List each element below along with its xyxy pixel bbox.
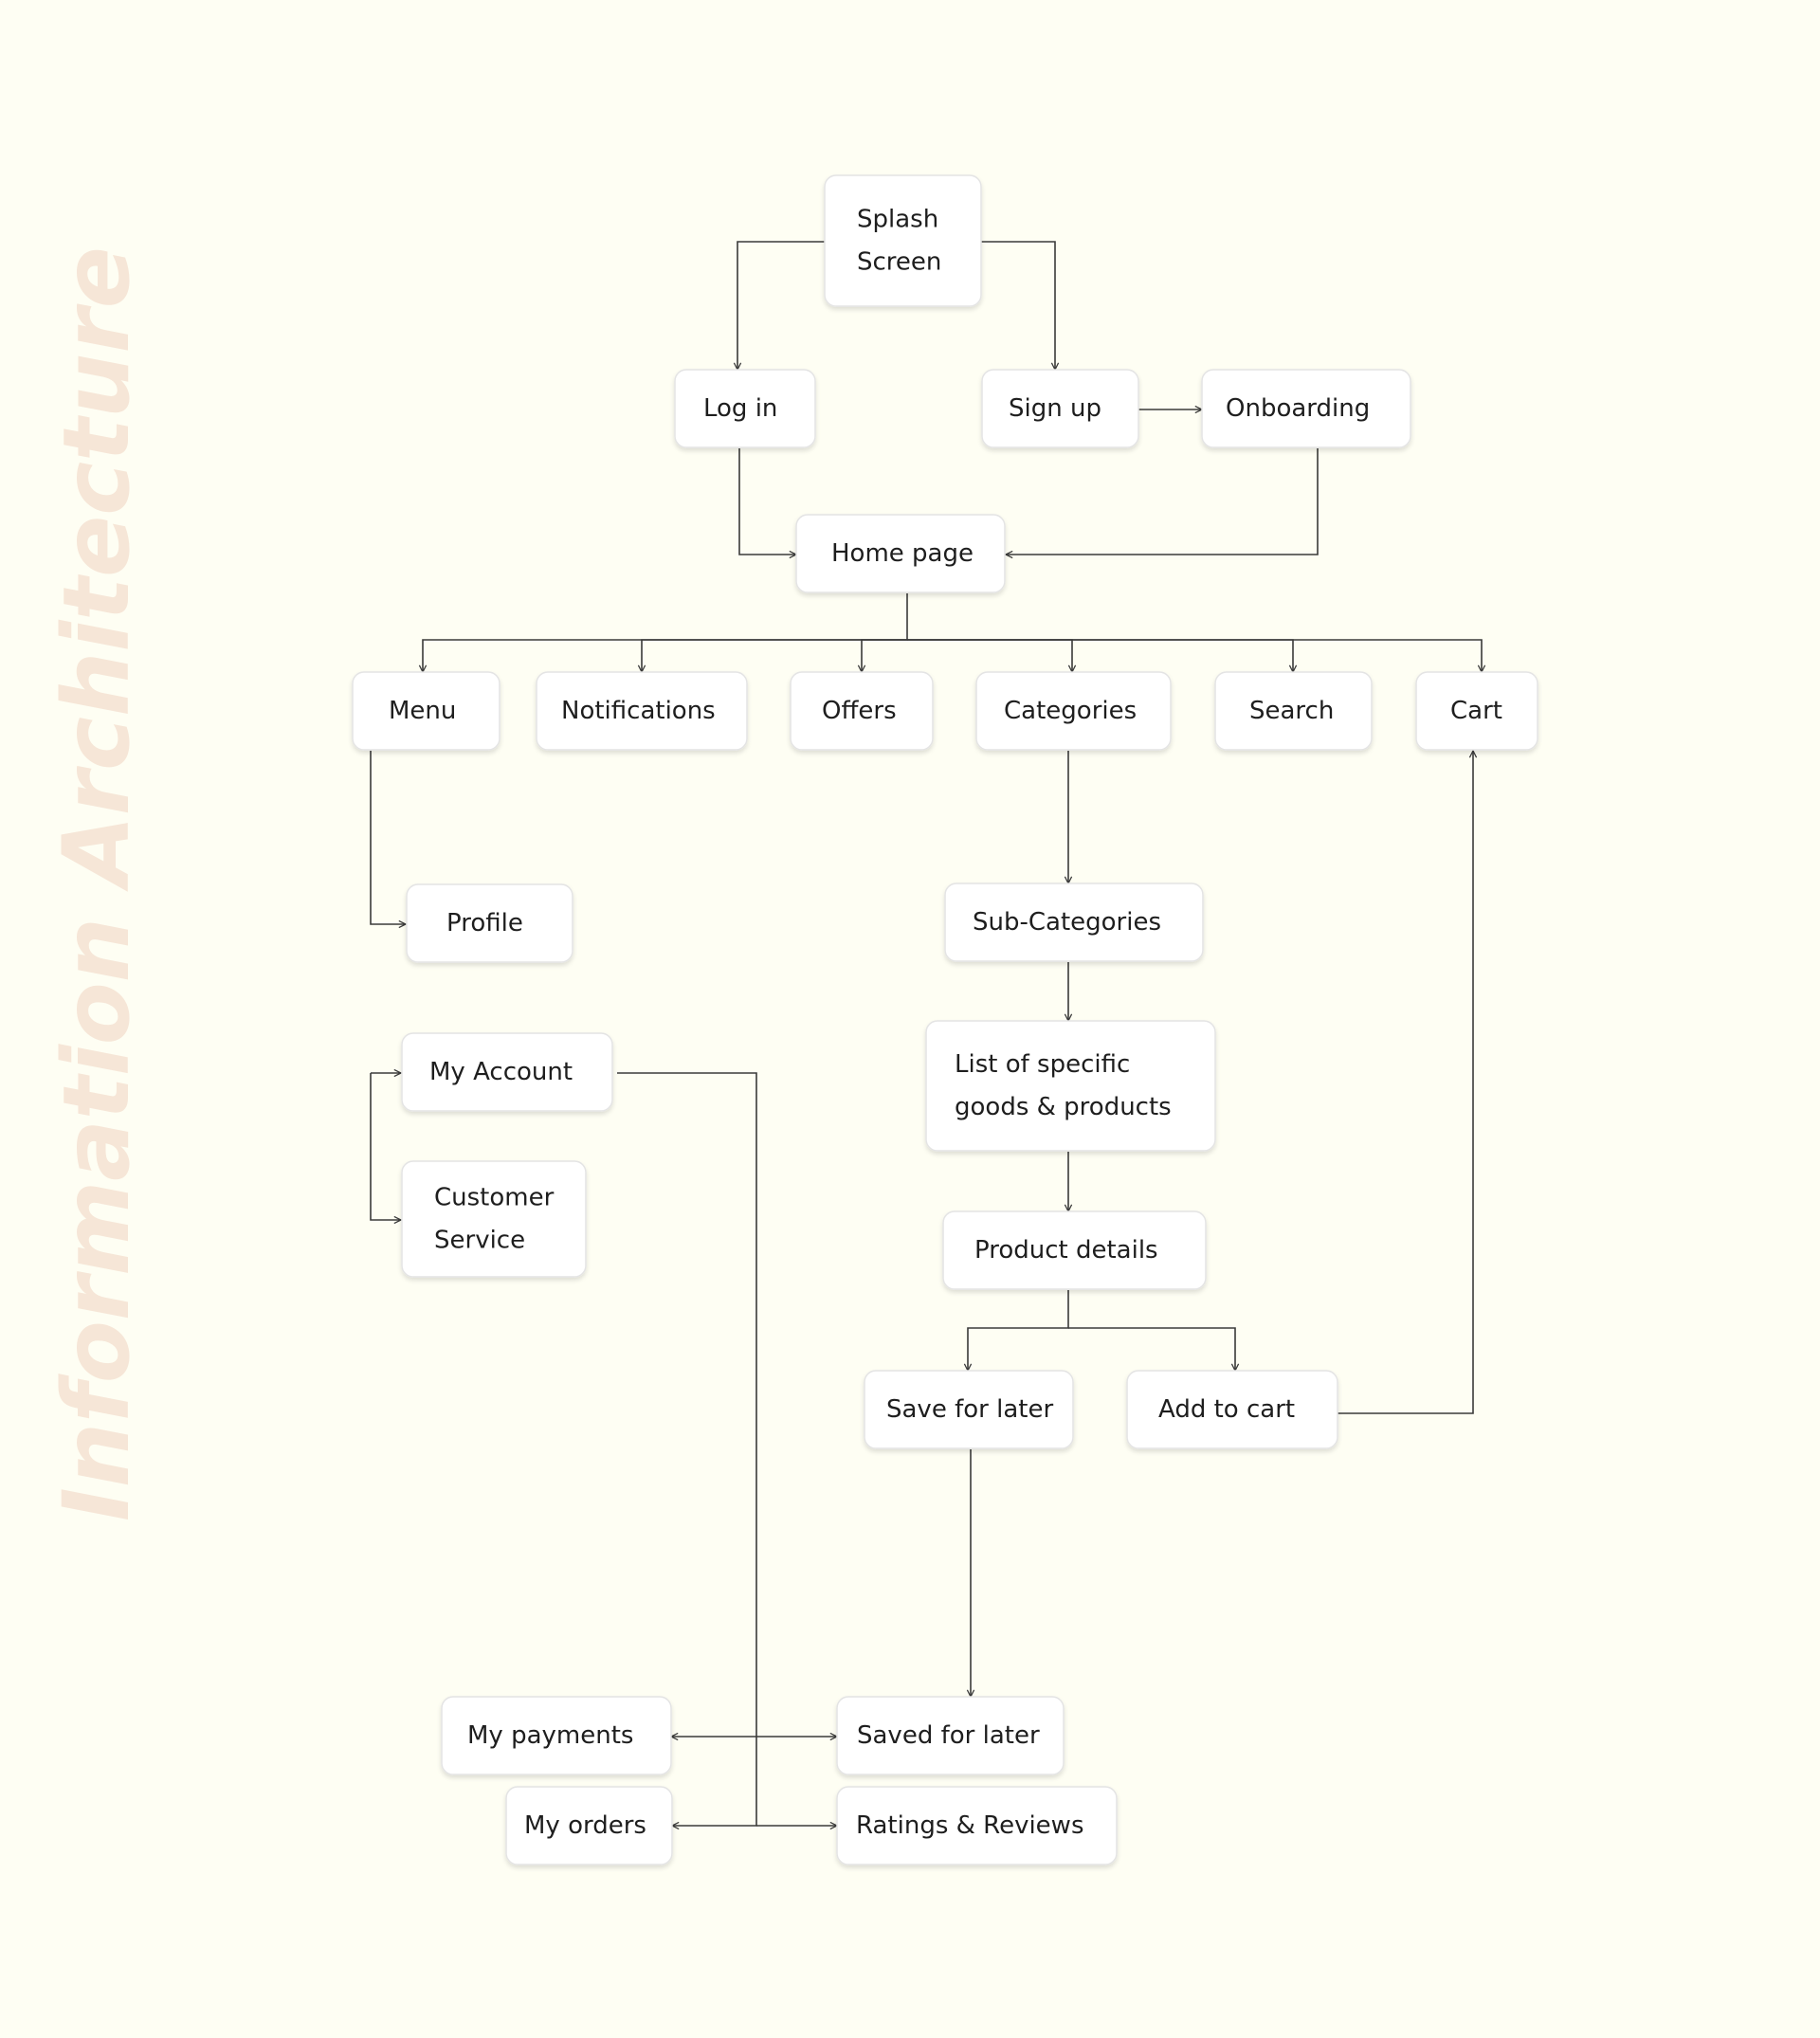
node-listgoods: List of specific goods & products bbox=[925, 1020, 1216, 1152]
node-saveforlater: Save for later bbox=[864, 1370, 1074, 1449]
node-myorders: My orders bbox=[505, 1786, 673, 1865]
edge-splash-to-signup bbox=[981, 241, 1055, 370]
node-box-search bbox=[1214, 671, 1373, 751]
node-myaccount: My Account bbox=[401, 1032, 613, 1112]
node-label-onboarding: Onboarding bbox=[1226, 394, 1370, 423]
node-search: Search bbox=[1214, 671, 1373, 751]
node-box-profile bbox=[406, 883, 573, 963]
edge-home-to-notifications bbox=[642, 639, 907, 672]
edge-menu-to-profile bbox=[370, 751, 406, 924]
node-label-customerservice: Service bbox=[434, 1227, 525, 1255]
node-box-menu bbox=[352, 671, 500, 751]
node-productdetails: Product details bbox=[942, 1210, 1207, 1290]
node-addtocart: Add to cart bbox=[1126, 1370, 1338, 1449]
node-label-splash: Splash bbox=[857, 206, 938, 234]
node-box-categories bbox=[975, 671, 1172, 751]
node-label-profile: Profile bbox=[446, 909, 523, 937]
edge-productdetails-to-addtocart bbox=[1068, 1327, 1235, 1371]
node-label-subcategories: Sub-Categories bbox=[973, 908, 1161, 937]
node-ratings: Ratings & Reviews bbox=[836, 1786, 1118, 1865]
node-box-listgoods bbox=[925, 1020, 1216, 1152]
node-label-listgoods: goods & products bbox=[955, 1093, 1172, 1121]
node-home: Home page bbox=[795, 514, 1006, 593]
node-onboarding: Onboarding bbox=[1201, 369, 1411, 448]
node-label-signup: Sign up bbox=[1009, 394, 1101, 423]
edge-home-to-cart bbox=[907, 639, 1482, 672]
node-mypayments: My payments bbox=[441, 1696, 672, 1775]
node-box-offers bbox=[790, 671, 934, 751]
node-box-myaccount bbox=[401, 1032, 613, 1112]
edge-menu-to-customerservice bbox=[370, 1073, 401, 1220]
node-box-myorders bbox=[505, 1786, 673, 1865]
edge-home-to-offers bbox=[862, 639, 907, 672]
edge-productdetails-to-saveforlater bbox=[968, 1290, 1069, 1371]
node-label-cart: Cart bbox=[1450, 697, 1502, 725]
node-label-listgoods: List of specific bbox=[955, 1050, 1130, 1079]
node-subcategories: Sub-Categories bbox=[944, 883, 1204, 962]
node-label-login: Log in bbox=[703, 394, 777, 423]
edge-addtocart-to-cart bbox=[1338, 751, 1473, 1414]
node-box-subcategories bbox=[944, 883, 1204, 962]
node-cart: Cart bbox=[1415, 671, 1538, 751]
node-profile: Profile bbox=[406, 883, 573, 963]
node-savedforlater: Saved for later bbox=[836, 1696, 1065, 1775]
node-login: Log in bbox=[674, 369, 816, 448]
node-box-login bbox=[674, 369, 816, 448]
node-label-splash: Screen bbox=[857, 248, 941, 277]
node-box-signup bbox=[981, 369, 1139, 448]
node-label-myorders: My orders bbox=[524, 1811, 646, 1840]
node-label-notifications: Notifications bbox=[561, 697, 716, 725]
node-offers: Offers bbox=[790, 671, 934, 751]
edge-home-to-search bbox=[907, 639, 1293, 672]
node-label-savedforlater: Saved for later bbox=[857, 1721, 1040, 1750]
edge-home-to-menu bbox=[423, 593, 908, 672]
node-box-savedforlater bbox=[836, 1696, 1065, 1775]
edge-login-to-home bbox=[738, 448, 796, 555]
node-categories: Categories bbox=[975, 671, 1172, 751]
node-menu: Menu bbox=[352, 671, 500, 751]
node-box-productdetails bbox=[942, 1210, 1207, 1290]
node-label-offers: Offers bbox=[822, 697, 897, 725]
node-label-ratings: Ratings & Reviews bbox=[856, 1811, 1084, 1840]
edge-myaccount-to-mypayments bbox=[617, 1072, 757, 1737]
node-box-notifications bbox=[536, 671, 748, 751]
node-box-customerservice bbox=[401, 1160, 587, 1278]
node-box-home bbox=[795, 514, 1006, 593]
node-box-ratings bbox=[836, 1786, 1118, 1865]
node-label-home: Home page bbox=[831, 539, 974, 568]
watermark-title: Information Architecture bbox=[44, 246, 150, 1521]
node-box-cart bbox=[1415, 671, 1538, 751]
node-box-splash bbox=[824, 174, 982, 307]
node-label-saveforlater: Save for later bbox=[886, 1395, 1053, 1424]
node-label-categories: Categories bbox=[1004, 697, 1137, 725]
node-label-addtocart: Add to cart bbox=[1158, 1395, 1295, 1424]
edge-myaccount-to-myorders bbox=[672, 1737, 757, 1826]
node-notifications: Notifications bbox=[536, 671, 748, 751]
node-box-saveforlater bbox=[864, 1370, 1074, 1449]
connector-lines bbox=[370, 241, 1482, 1826]
node-signup: Sign up bbox=[981, 369, 1139, 448]
edge-splash-to-login bbox=[737, 241, 825, 370]
edge-onboarding-to-home bbox=[1006, 448, 1319, 555]
node-label-productdetails: Product details bbox=[974, 1236, 1158, 1265]
node-label-mypayments: My payments bbox=[467, 1721, 633, 1750]
node-label-myaccount: My Account bbox=[429, 1058, 573, 1086]
node-label-menu: Menu bbox=[389, 697, 456, 725]
node-label-search: Search bbox=[1249, 697, 1334, 725]
node-box-addtocart bbox=[1126, 1370, 1338, 1449]
node-label-customerservice: Customer bbox=[434, 1184, 555, 1212]
node-box-mypayments bbox=[441, 1696, 672, 1775]
node-box-onboarding bbox=[1201, 369, 1411, 448]
edge-home-to-categories bbox=[907, 639, 1072, 672]
